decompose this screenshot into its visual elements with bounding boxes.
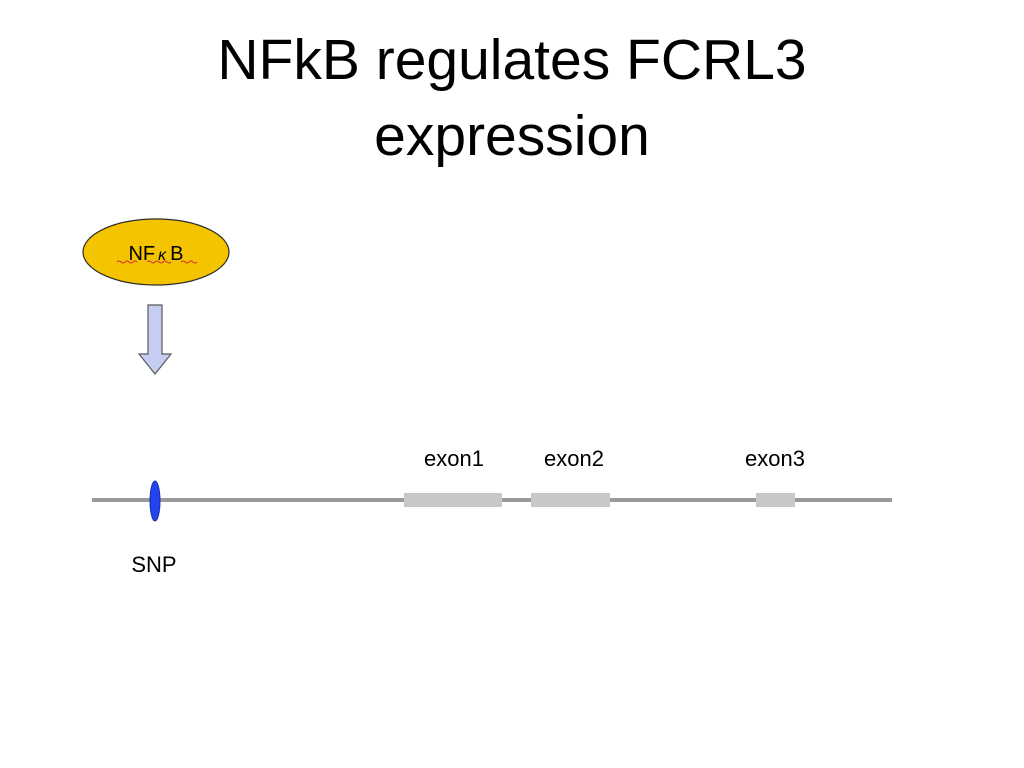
exon1-label: exon1 (424, 446, 484, 471)
nfkb-label-prefix: NF (128, 243, 155, 265)
slide-title: NFkB regulates FCRL3 expression (0, 22, 1024, 174)
nfkb-label-suffix: B (170, 243, 183, 265)
title-line-2: expression (374, 104, 650, 168)
exon3-box (756, 493, 795, 507)
nfkb-ellipse (82, 218, 230, 286)
spellcheck-underline (116, 260, 198, 264)
exon3-label: exon3 (745, 446, 805, 471)
snp-marker (149, 480, 161, 522)
snp-label: SNP (131, 552, 176, 577)
exon2-label: exon2 (544, 446, 604, 471)
exon1-box (404, 493, 502, 507)
exon2-box (531, 493, 610, 507)
title-line-1: NFkB regulates FCRL3 (217, 28, 807, 92)
down-arrow (137, 304, 173, 375)
nfkb-label-kappa: κ (158, 247, 167, 264)
